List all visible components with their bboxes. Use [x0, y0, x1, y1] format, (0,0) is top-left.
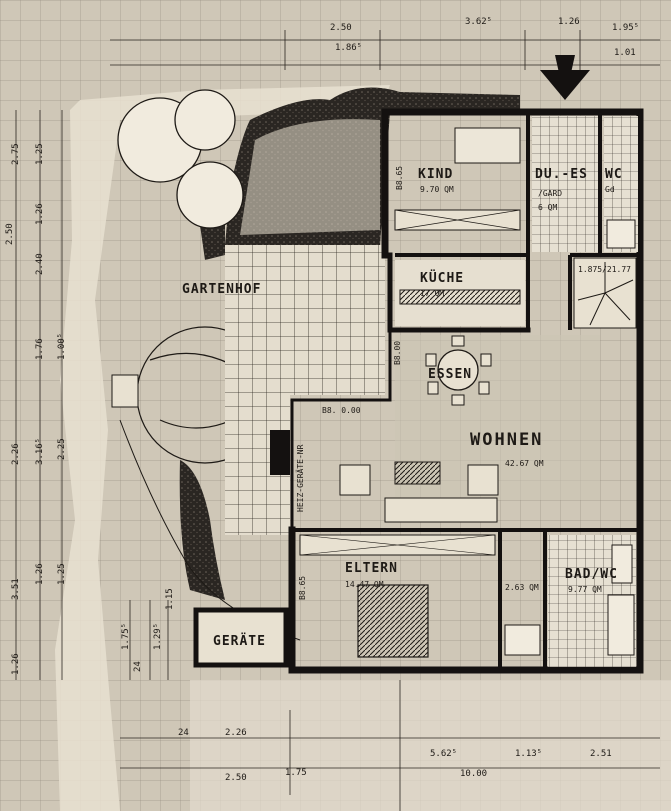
bottom-dim-3: 24: [178, 728, 189, 738]
dusche-tiles: [532, 116, 598, 252]
left-dim-6: 1.76: [35, 338, 45, 360]
left-dimensions: [15, 110, 63, 680]
wohnen-label: WOHNEN: [470, 430, 543, 450]
left-dim-4: 2.50: [5, 223, 15, 245]
bottom-dim-8: 2.51: [590, 749, 612, 759]
left-dim-14: 1.26: [11, 653, 21, 675]
bottom-dimensions: [120, 680, 660, 811]
eltern-area: 14.47 QM: [345, 580, 384, 589]
left-dim-8: 3.16⁵: [35, 438, 45, 465]
dusche-label: DU.-ES: [535, 167, 588, 182]
bottom-dim-7: 1.13⁵: [515, 749, 542, 759]
bottom-dim-4: 1.75: [285, 768, 307, 778]
eltern-b-note: B8.65: [298, 576, 307, 600]
torn-paper: [55, 85, 390, 811]
left-dim-11: 3.51: [11, 578, 21, 600]
wall-note: HEIZ-GERÄTE-NR: [295, 444, 305, 512]
wc-sub: Gd: [605, 185, 615, 194]
bathtub: [607, 594, 635, 656]
armchair-2: [467, 464, 499, 496]
hedge-left: [179, 460, 225, 600]
top-dim-4: 1.26: [558, 17, 580, 27]
stack-dim-2: 24: [133, 661, 143, 672]
stack-dim-1: 1.75⁵: [121, 623, 131, 650]
hedge-small: [200, 225, 225, 260]
dining-table: [437, 349, 479, 391]
left-dim-1: 2.75: [11, 143, 21, 165]
eltern-label: ELTERN: [345, 561, 398, 576]
left-dim-10: 2.26: [11, 443, 21, 465]
left-dim-2: 1.25: [35, 143, 45, 165]
dusche-area: 6 QM: [538, 203, 557, 212]
bad-label: BAD/WC: [565, 567, 618, 582]
gerate-shed: [193, 607, 289, 668]
tree-group-top: [117, 89, 244, 229]
wc-label: WC: [605, 167, 623, 182]
dusche-sub: /GARD: [538, 189, 562, 198]
top-dim-2: 1.86⁵: [335, 43, 362, 53]
kind-wardrobe-x: [394, 209, 521, 231]
kind-b-note: B8.65: [395, 166, 404, 190]
wc-sink: [606, 219, 636, 249]
hedge-top-light: [240, 119, 380, 235]
kuche-label: KÜCHE: [420, 270, 464, 286]
gartenhof-label: GARTENHOF: [182, 282, 261, 297]
top-dim-1: 2.50: [330, 23, 352, 33]
bottom-dim-6: 10.00: [460, 769, 487, 779]
kuche-counter: [399, 289, 521, 305]
left-dim-12: 1.26: [35, 563, 45, 585]
bench: [111, 374, 139, 408]
kind-bed: [454, 127, 521, 164]
left-dimension-labels: 2.75 1.25 1.26 2.50 2.40 1.76 1.00⁵ 3.16…: [5, 143, 67, 675]
wohnen-b-note: B8. 0.00: [322, 406, 361, 415]
sofa: [384, 497, 498, 523]
top-dim-6: 1.01: [614, 48, 636, 58]
left-dim-7: 1.00⁵: [57, 333, 67, 360]
left-dim-5: 2.40: [35, 253, 45, 275]
left-dim-9: 2.25: [57, 438, 67, 460]
kind-area: 9.70 QM: [420, 185, 454, 194]
lower-building: [190, 680, 671, 811]
bottom-dim-1: 2.26: [225, 728, 247, 738]
eltern-wardrobe-x: [299, 534, 496, 556]
kind-label: KIND: [418, 167, 453, 182]
essen-label: ESSEN: [428, 367, 472, 382]
kuche-area: 17 QM: [420, 289, 444, 298]
small-area: 2.63 QM: [505, 583, 539, 592]
bad-sink: [611, 544, 633, 584]
gerate-label: GERÄTE: [213, 633, 266, 649]
stack-dim-3: 1.29⁵: [153, 623, 163, 650]
stair-note: 1.875/21.77: [578, 265, 631, 274]
shower-tray: [504, 624, 541, 656]
interior-walls: [292, 112, 640, 670]
bottom-dim-2: 2.50: [225, 773, 247, 783]
coffee-table: [394, 461, 441, 485]
fireplace: [270, 430, 290, 475]
armchair-1: [339, 464, 371, 496]
essen-b-note: B8.00: [393, 341, 402, 365]
top-dim-5: 1.95⁵: [612, 23, 639, 33]
bad-area: 9.77 QM: [568, 585, 602, 594]
top-dim-3: 3.62⁵: [465, 17, 492, 27]
wohnen-area: 42.67 QM: [505, 459, 544, 468]
stack-dim-4: 1.15: [165, 588, 175, 610]
exterior-walls: [288, 108, 644, 674]
north-arrow-icon: [540, 55, 590, 100]
dining-chairs: [425, 335, 492, 406]
stack-dimension: [129, 600, 169, 680]
left-dim-13: 1.25: [57, 563, 67, 585]
gartenhof-paving: [225, 245, 385, 395]
bottom-dim-5: 5.62⁵: [430, 749, 457, 759]
eltern-bed: [357, 584, 429, 658]
left-dim-3: 1.26: [35, 203, 45, 225]
stair-spiral: [577, 262, 634, 326]
